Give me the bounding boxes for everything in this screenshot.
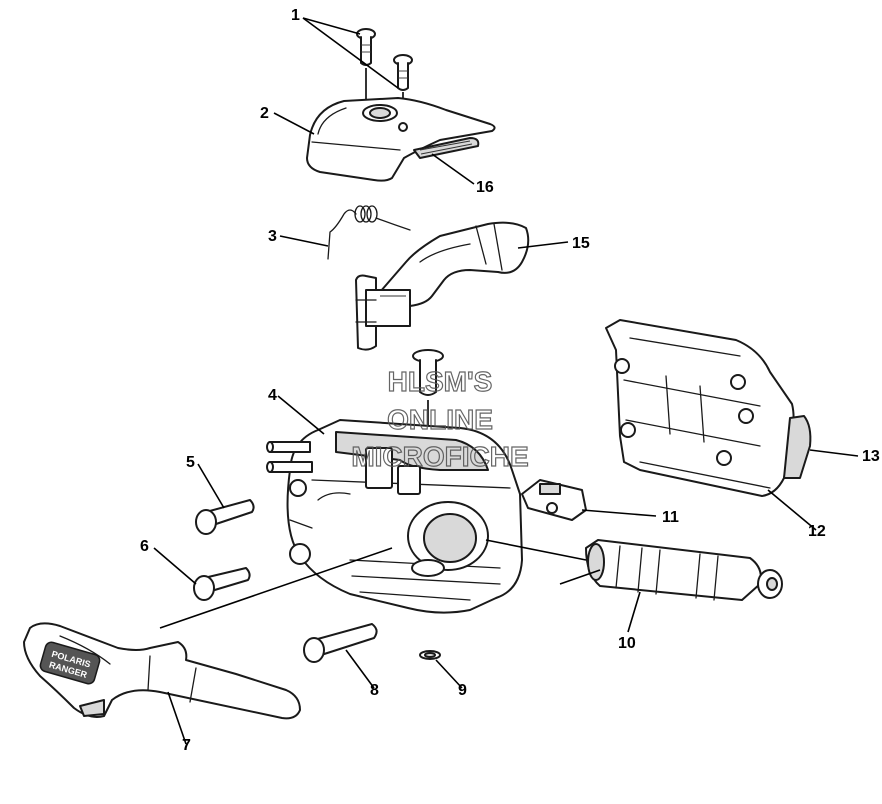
part-7-brake-lever: POLARIS RANGER xyxy=(23,622,301,720)
part-16-cover-insert xyxy=(413,137,480,159)
part-11-switch xyxy=(521,479,587,521)
part-9-clip xyxy=(419,650,441,660)
alignment-lines xyxy=(159,539,601,629)
part-2-top-cover xyxy=(306,97,496,182)
hinge-block xyxy=(355,274,411,351)
callout-11: 11 xyxy=(662,509,679,526)
watermark-line-3: MICROFICHE xyxy=(351,441,528,472)
watermark: HLSM'S ONLINE MICROFICHE xyxy=(351,365,530,472)
part-12-cover xyxy=(605,319,795,497)
callout-leaders xyxy=(153,17,859,745)
callout-10: 10 xyxy=(618,635,636,652)
callout-3: 3 xyxy=(268,228,277,245)
callout-8: 8 xyxy=(370,682,379,699)
callout-4: 4 xyxy=(268,387,277,404)
callout-5: 5 xyxy=(186,454,195,471)
part-15-throttle-lever xyxy=(379,221,530,307)
part-6-pin xyxy=(193,567,251,601)
wire-connectors xyxy=(266,441,313,473)
callout-labels: 1 2 16 3 15 4 5 6 7 8 9 10 11 12 13 xyxy=(140,7,880,754)
part-13-cover-seal xyxy=(783,415,812,479)
callout-15: 15 xyxy=(572,235,590,252)
screw-right xyxy=(393,54,413,91)
part-5-pin xyxy=(195,499,255,535)
part-10-shaft xyxy=(585,539,783,601)
callout-13: 13 xyxy=(862,448,880,465)
callout-9: 9 xyxy=(458,682,467,699)
callout-12: 12 xyxy=(808,523,826,540)
callout-7: 7 xyxy=(182,737,191,754)
watermark-line-2: ONLINE xyxy=(387,404,493,435)
callout-16: 16 xyxy=(476,179,494,196)
part-3-spring xyxy=(327,205,411,260)
part-8-pin xyxy=(303,623,378,663)
callout-2: 2 xyxy=(260,105,269,122)
callout-6: 6 xyxy=(140,538,149,555)
watermark-line-1: HLSM'S xyxy=(388,366,493,397)
callout-1: 1 xyxy=(291,7,300,24)
